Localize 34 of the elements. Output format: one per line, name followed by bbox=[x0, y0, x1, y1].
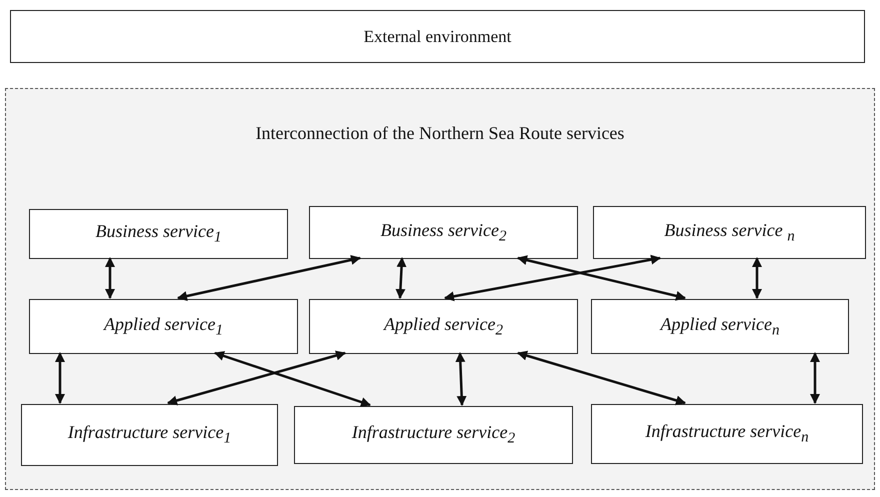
service-box bbox=[29, 209, 288, 259]
box-label: Applied service$_{2}$ bbox=[384, 314, 503, 340]
double-arrow bbox=[444, 254, 661, 302]
service-box bbox=[21, 404, 278, 466]
double-arrow bbox=[177, 255, 361, 301]
double-arrow bbox=[517, 255, 686, 301]
service-box bbox=[309, 299, 578, 354]
box-label: Applied service$_{1}$ bbox=[104, 314, 223, 340]
environment-box bbox=[10, 10, 865, 63]
box-label: Business service$_{2}$ bbox=[380, 220, 506, 246]
double-arrow bbox=[395, 257, 407, 299]
service-box bbox=[591, 404, 863, 464]
box-label: Infrastructure service$_{1}$ bbox=[68, 422, 232, 448]
group-heading: Interconnection of the Northern Sea Route services bbox=[254, 123, 626, 144]
double-arrow bbox=[105, 257, 115, 299]
double-arrow bbox=[517, 350, 686, 406]
box-label: External environment bbox=[364, 26, 512, 46]
group-panel bbox=[5, 88, 875, 490]
double-arrow bbox=[810, 352, 820, 404]
double-arrow bbox=[214, 351, 371, 407]
double-arrow bbox=[55, 352, 65, 404]
service-box bbox=[29, 299, 298, 354]
box-label: Business service$_{1}$ bbox=[96, 221, 222, 247]
box-label: Applied service$_{n}$ bbox=[660, 314, 780, 340]
double-arrow bbox=[752, 257, 762, 299]
service-box bbox=[294, 406, 573, 464]
box-label: Infrastructure service$_{2}$ bbox=[352, 422, 516, 448]
double-arrow bbox=[167, 350, 346, 406]
service-box bbox=[591, 299, 849, 354]
double-arrow bbox=[455, 352, 467, 406]
service-box bbox=[593, 206, 866, 259]
box-label: Business service $_{n}$ bbox=[664, 220, 795, 246]
service-box bbox=[309, 206, 578, 259]
box-label: Infrastructure service$_{n}$ bbox=[645, 421, 809, 447]
